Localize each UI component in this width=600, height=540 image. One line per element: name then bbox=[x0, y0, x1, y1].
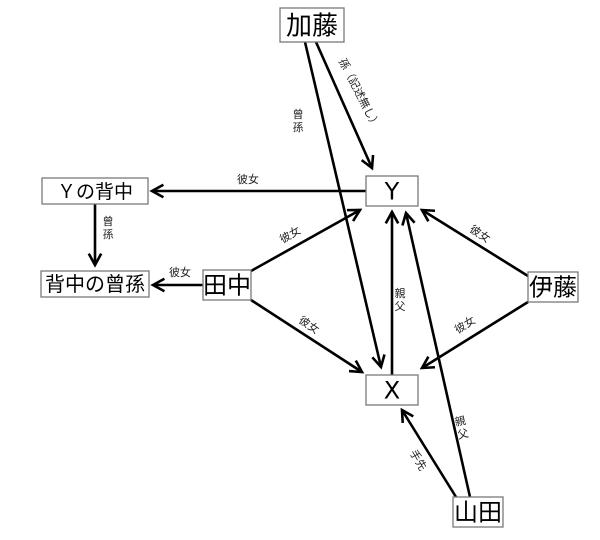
arrowhead-icon bbox=[371, 354, 386, 370]
edges-layer bbox=[87, 41, 529, 498]
edge-ito-to-y bbox=[419, 208, 529, 278]
edge-line bbox=[303, 41, 383, 368]
edge-line bbox=[250, 298, 363, 374]
node-box bbox=[279, 7, 345, 43]
node-label: 山田 bbox=[454, 499, 502, 527]
node-box bbox=[365, 175, 419, 207]
edge-label-text: 彼女 bbox=[169, 265, 191, 279]
edge-yamada-to-x bbox=[400, 407, 458, 498]
edge-x-to-y bbox=[384, 209, 400, 375]
arrowhead-icon bbox=[384, 209, 400, 225]
edge-tanaka-to-senaka_sou bbox=[150, 277, 203, 293]
arrowhead-icon bbox=[87, 252, 103, 268]
node-y: Y bbox=[365, 175, 419, 207]
node-label: 伊藤 bbox=[529, 274, 577, 302]
node-box bbox=[40, 270, 150, 298]
edge-label-text: 曾孫 bbox=[103, 214, 114, 241]
edge-label: 親父 bbox=[454, 414, 470, 442]
node-box bbox=[452, 496, 504, 528]
node-label: 加藤 bbox=[286, 11, 338, 41]
edge-label-text: 孫（記述無し） bbox=[336, 56, 383, 131]
edge-label-text: 親父 bbox=[395, 287, 406, 313]
node-box bbox=[527, 271, 579, 303]
arrowhead-icon bbox=[419, 208, 436, 222]
arrowhead-icon bbox=[401, 210, 416, 226]
arrowhead-icon bbox=[360, 154, 375, 171]
edge-line bbox=[250, 208, 361, 273]
node-label: X bbox=[384, 377, 400, 405]
edge-tanaka-to-x bbox=[250, 298, 365, 374]
node-x: X bbox=[365, 374, 419, 406]
node-kato: 加藤 bbox=[279, 7, 345, 43]
edge-label: 孫（記述無し） bbox=[336, 56, 383, 131]
edge-tanaka-to-y bbox=[250, 208, 363, 273]
arrowhead-icon bbox=[150, 277, 166, 293]
edge-y-to-y_senaka bbox=[149, 183, 366, 199]
node-yamada: 山田 bbox=[452, 496, 504, 528]
node-label: 背中の曾孫 bbox=[45, 272, 145, 296]
edge-line bbox=[404, 212, 472, 498]
edge-kato-to-x bbox=[303, 41, 386, 370]
edge-label: 彼女 bbox=[452, 313, 478, 337]
node-ito: 伊藤 bbox=[527, 271, 579, 303]
node-box bbox=[202, 269, 252, 301]
edge-label: 曾孫 bbox=[293, 107, 304, 134]
node-label: Y bbox=[384, 178, 400, 206]
edge-line bbox=[400, 409, 458, 498]
arrowhead-icon bbox=[346, 208, 363, 222]
arrowhead-icon bbox=[419, 356, 436, 370]
node-senaka_sou: 背中の曾孫 bbox=[40, 270, 150, 298]
node-tanaka: 田中 bbox=[202, 269, 252, 301]
edge-label-text: 彼女 bbox=[237, 172, 259, 186]
edge-label-text: 曾孫 bbox=[293, 107, 304, 134]
edge-label: 彼女 bbox=[169, 265, 191, 279]
edge-label: 親父 bbox=[395, 287, 406, 313]
arrowhead-icon bbox=[348, 359, 365, 374]
edge-line bbox=[314, 41, 374, 169]
edge-label-text: 彼女 bbox=[452, 313, 478, 337]
nodes-layer: 加藤 Ｙの背中 Y 背中の曾孫 田中 伊藤 X 山田 bbox=[40, 7, 579, 528]
node-box bbox=[365, 374, 419, 406]
edge-yamada-to-y bbox=[401, 210, 472, 498]
arrowhead-icon bbox=[149, 183, 165, 199]
arrowhead-icon bbox=[400, 407, 414, 424]
node-label: Ｙの背中 bbox=[57, 181, 133, 203]
node-label: 田中 bbox=[203, 272, 251, 300]
edge-label-text: 親父 bbox=[454, 414, 470, 442]
node-y_senaka: Ｙの背中 bbox=[41, 177, 149, 205]
edge-line bbox=[421, 208, 529, 278]
edge-y_senaka-to-senaka_sou bbox=[87, 204, 103, 268]
edge-label: 彼女 bbox=[237, 172, 259, 186]
edge-label: 曾孫 bbox=[103, 214, 114, 241]
edge-kato-to-y bbox=[314, 41, 375, 171]
node-box bbox=[41, 177, 149, 205]
